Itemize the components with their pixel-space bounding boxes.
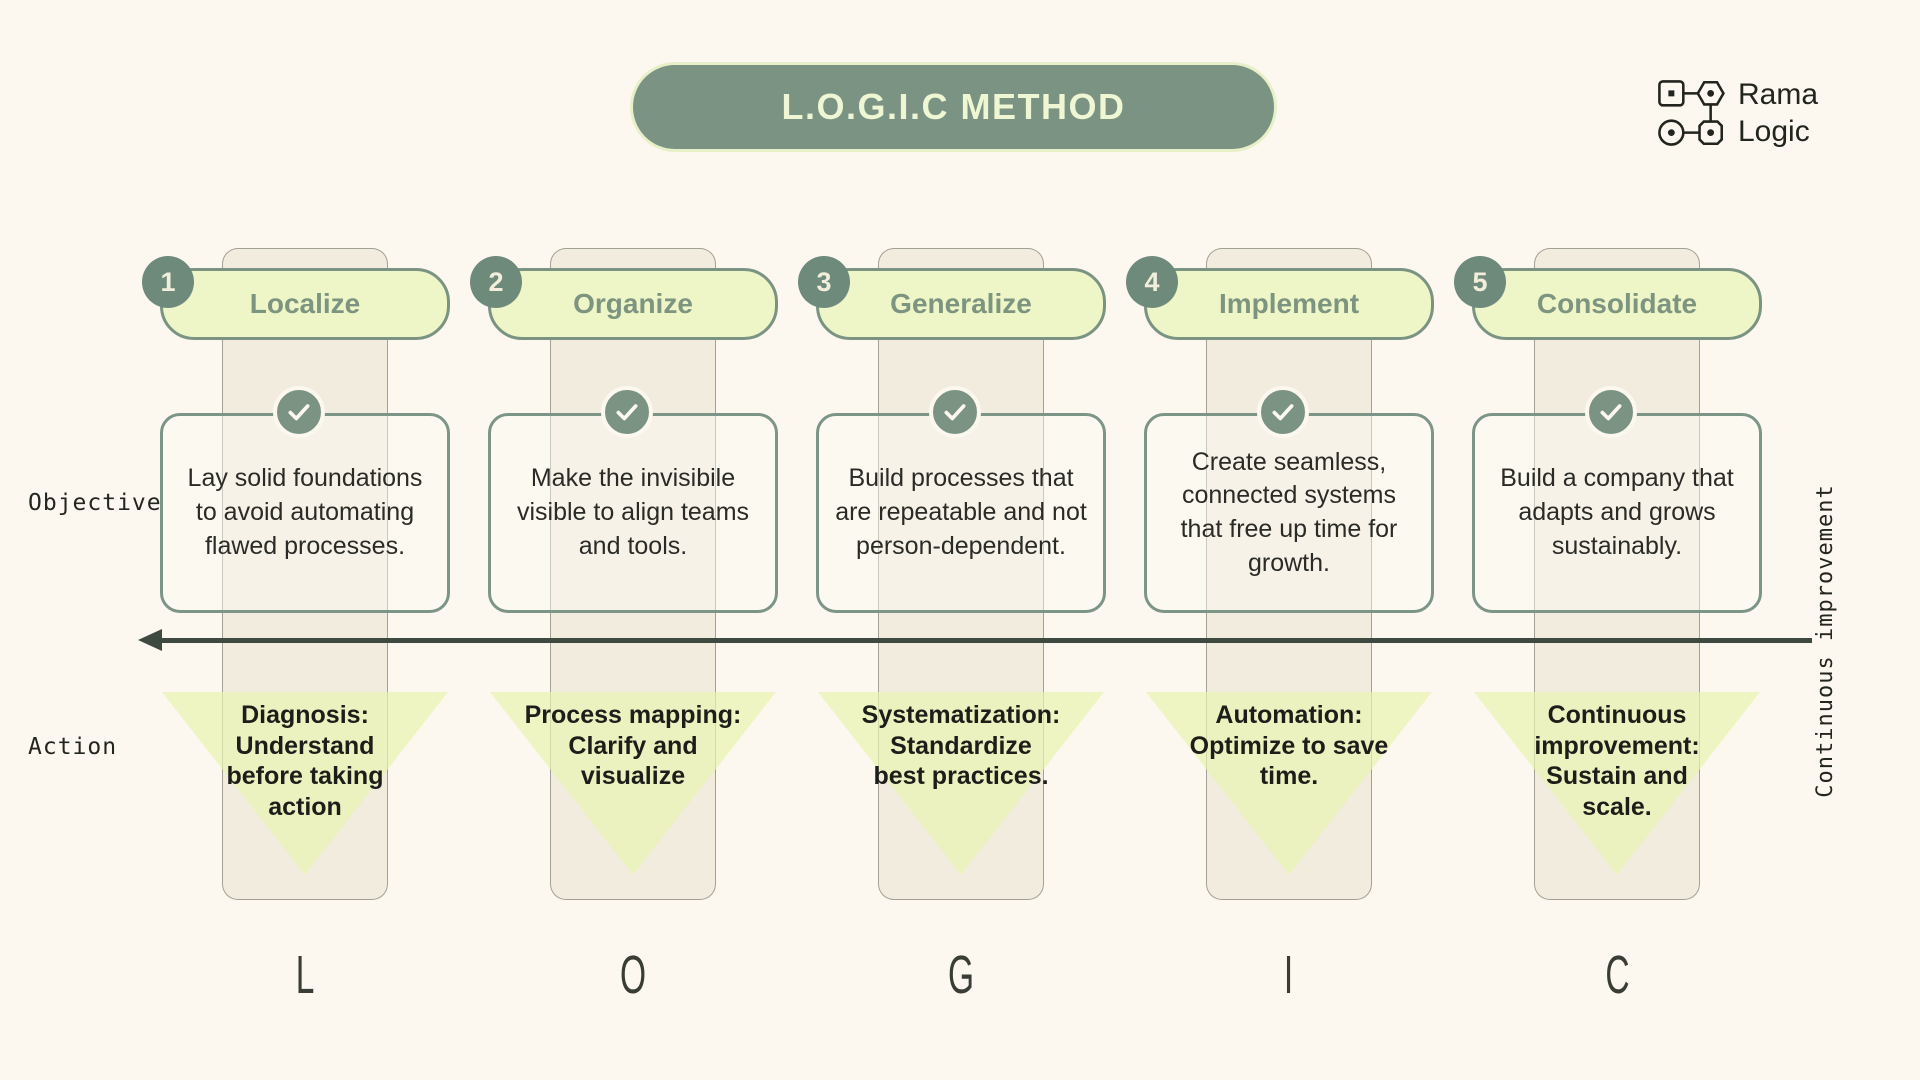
step-name-pill: Implement <box>1144 268 1434 340</box>
check-icon <box>1585 386 1637 438</box>
big-letter: G <box>947 945 975 1005</box>
big-letter: C <box>1604 945 1630 1005</box>
brand-name: Rama Logic <box>1738 76 1818 150</box>
timeline-arrowhead-icon <box>138 629 162 651</box>
title-banner: L.O.G.I.C METHOD <box>630 62 1277 152</box>
objective-box: Build a company that adapts and grows su… <box>1472 413 1762 613</box>
step-number-badge: 5 <box>1454 256 1506 308</box>
step-number-badge: 1 <box>142 256 194 308</box>
step-column-generalize: Generalize 3 Build processes that are re… <box>798 248 1106 1048</box>
row-label-objective: Objective <box>28 490 162 516</box>
check-icon <box>929 386 981 438</box>
objective-box: Build processes that are repeatable and … <box>816 413 1106 613</box>
step-column-implement: Implement 4 Create seamless, connected s… <box>1126 248 1434 1048</box>
check-icon <box>273 386 325 438</box>
step-column-organize: Organize 2 Make the invisibile visible t… <box>470 248 778 1048</box>
check-icon <box>601 386 653 438</box>
step-name: Localize <box>249 288 361 319</box>
objective-text: Build processes that are repeatable and … <box>835 464 1087 560</box>
timeline-arrow-line <box>150 638 1812 643</box>
step-name: Organize <box>573 288 693 319</box>
step-name: Consolidate <box>1536 288 1698 319</box>
step-column-localize: Localize 1 Lay solid foundations to avoi… <box>142 248 450 1048</box>
objective-text: Create seamless, connected systems that … <box>1180 447 1398 577</box>
step-name-pill: Organize <box>488 268 778 340</box>
objective-box: Create seamless, connected systems that … <box>1144 413 1434 613</box>
action-text: Diagnosis: Understand before taking acti… <box>226 701 384 821</box>
big-letter: L <box>295 945 315 1005</box>
rama-logic-logo-icon <box>1658 80 1725 146</box>
step-column-consolidate: Consolidate 5 Build a company that adapt… <box>1454 248 1762 1048</box>
action-text: Systematization: Standardize best practi… <box>861 701 1061 790</box>
objective-box: Make the invisibile visible to align tea… <box>488 413 778 613</box>
brand-name-line1: Rama <box>1738 78 1819 111</box>
step-number-badge: 3 <box>798 256 850 308</box>
step-number-badge: 2 <box>470 256 522 308</box>
check-icon <box>1257 386 1309 438</box>
row-label-action: Action <box>28 734 118 760</box>
action-text: Automation: Optimize to save time. <box>1189 701 1389 790</box>
objective-box: Lay solid foundations to avoid automatin… <box>160 413 450 613</box>
brand-logo: Rama Logic <box>1656 76 1818 150</box>
objective-text: Make the invisibile visible to align tea… <box>516 464 750 560</box>
continuous-improvement-label: Continuous improvement <box>1813 484 1838 798</box>
big-letter: O <box>619 945 647 1005</box>
action-text: Continuous improvement: Sustain and scal… <box>1534 701 1700 821</box>
big-letter: I <box>1284 945 1294 1005</box>
brand-name-line2: Logic <box>1738 115 1810 148</box>
action-text: Process mapping: Clarify and visualize <box>524 701 742 790</box>
objective-text: Lay solid foundations to avoid automatin… <box>187 464 423 560</box>
step-number-badge: 4 <box>1126 256 1178 308</box>
step-name-pill: Consolidate <box>1472 268 1762 340</box>
objective-text: Build a company that adapts and grows su… <box>1500 464 1734 560</box>
step-name-pill: Generalize <box>816 268 1106 340</box>
page-title: L.O.G.I.C METHOD <box>781 86 1126 127</box>
step-name-pill: Localize <box>160 268 450 340</box>
step-name: Implement <box>1218 288 1360 319</box>
step-name: Generalize <box>890 288 1032 319</box>
